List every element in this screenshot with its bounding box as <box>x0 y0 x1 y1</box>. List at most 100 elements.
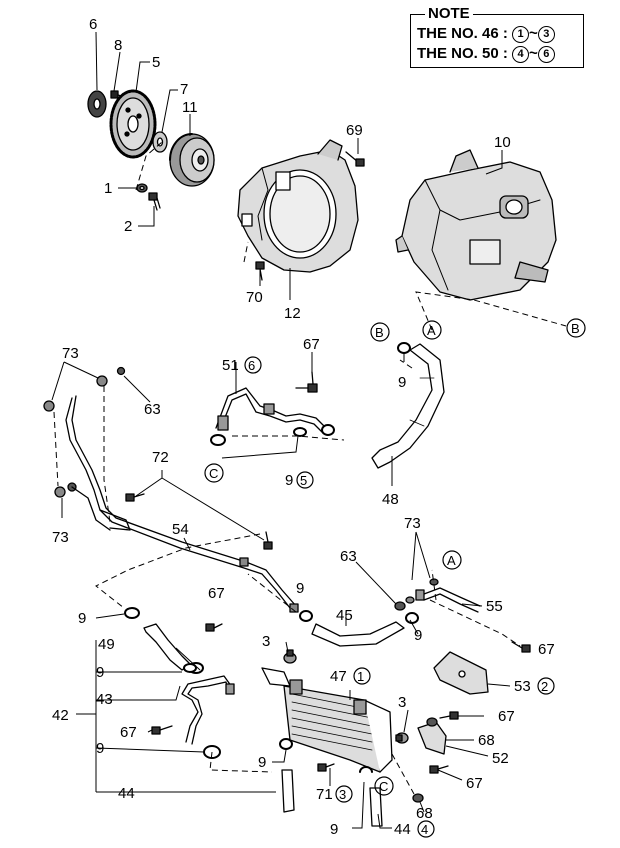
note-row-to: 6 <box>537 45 555 63</box>
note-row-to: 3 <box>537 25 555 43</box>
callout-9-d: 9 <box>414 627 422 644</box>
circled-1-mark: 1 <box>353 667 371 685</box>
callout-67-left: 67 <box>120 724 137 741</box>
hose-part-44-a <box>279 738 295 813</box>
circled-6-mark: 6 <box>244 356 262 374</box>
circled-A-housing: A <box>422 320 442 340</box>
adapter-plate-part-7 <box>152 131 168 153</box>
callout-48: 48 <box>382 491 399 508</box>
bolt-part-67-e <box>429 765 449 774</box>
callout-44-bottom: 44 <box>394 821 411 838</box>
circled-5-mark: 5 <box>296 471 314 489</box>
callout-67-r2: 67 <box>466 775 483 792</box>
callout-72: 72 <box>152 449 169 466</box>
callout-3-top: 3 <box>262 633 270 650</box>
callout-9-f: 9 <box>96 664 104 681</box>
callout-67-r3: 67 <box>538 641 555 658</box>
leader-lines <box>51 31 511 829</box>
note-row-from: 4 <box>512 45 530 63</box>
callout-5: 5 <box>152 54 160 71</box>
callout-11: 11 <box>182 99 198 116</box>
note-row-tilde: ~ <box>529 25 538 42</box>
circled-B-housing-text: B <box>571 321 580 336</box>
circled-5-text: 5 <box>300 473 307 488</box>
bolt-part-69 <box>345 151 365 167</box>
callout-9-a: 9 <box>398 374 406 391</box>
circled-B-top-text: B <box>375 325 384 340</box>
callout-54: 54 <box>172 521 189 538</box>
callout-67-r1: 67 <box>498 708 515 725</box>
circled-A-mid-text: A <box>447 553 456 568</box>
nut-part-1 <box>136 183 148 193</box>
callout-2: 2 <box>124 218 132 235</box>
callout-52: 52 <box>492 750 509 767</box>
callout-71: 71 <box>316 786 333 803</box>
note-row-tilde: ~ <box>529 45 538 62</box>
cooler-pipe-assembly <box>43 366 299 613</box>
hose-part-45 <box>299 610 419 647</box>
bolt-part-72-b <box>263 531 273 550</box>
callout-73-left: 73 <box>52 529 69 546</box>
circled-A-housing-text: A <box>427 323 436 338</box>
callout-9-g: 9 <box>96 740 104 757</box>
callout-44-left: 44 <box>118 785 135 802</box>
bracket-part-53 <box>433 651 489 695</box>
note-row-prefix: THE NO. <box>417 25 478 42</box>
circled-1-text: 1 <box>357 669 364 684</box>
circled-C-bottom: C <box>374 776 394 796</box>
circled-2-text: 2 <box>541 679 548 694</box>
callout-69: 69 <box>346 122 363 139</box>
callout-12: 12 <box>284 305 301 322</box>
callout-9-e: 9 <box>78 610 86 627</box>
callout-labels: 6 8 5 7 11 1 2 69 10 70 12 73 63 51 6 67… <box>52 16 586 838</box>
note-title: NOTE <box>425 5 473 22</box>
callout-63-mid: 63 <box>340 548 357 565</box>
circled-4-mark: 4 <box>417 820 435 838</box>
callout-73-top: 73 <box>62 345 79 362</box>
note-row-prefix: THE NO. <box>417 45 478 62</box>
drive-plate-part-5 <box>109 89 157 159</box>
circled-2-mark: 2 <box>537 677 555 695</box>
nut-part-68-b <box>412 793 424 803</box>
note-row-separator: : <box>502 45 508 62</box>
washer-part-6 <box>87 90 107 118</box>
note-row-number: 50 <box>482 45 499 62</box>
callout-43: 43 <box>96 691 113 708</box>
callout-47: 47 <box>330 668 347 685</box>
callout-9-b: 9 <box>285 472 293 489</box>
callout-3-right: 3 <box>398 694 406 711</box>
bolt-part-67-b <box>205 623 223 632</box>
callout-9-i: 9 <box>330 821 338 838</box>
bolt-part-67-a <box>295 371 318 393</box>
callout-7: 7 <box>180 81 188 98</box>
circled-3-mark: 3 <box>335 785 353 803</box>
circled-B-top: B <box>370 322 390 342</box>
note-row-number: 46 <box>482 25 499 42</box>
callout-73-right: 73 <box>404 515 421 532</box>
circled-A-mid: A <box>442 550 462 570</box>
callout-55: 55 <box>486 598 503 615</box>
callout-10: 10 <box>494 134 511 151</box>
circled-C-bottom-text: C <box>379 779 388 794</box>
callout-67-mid: 67 <box>208 585 225 602</box>
bolt-part-71 <box>317 763 335 772</box>
note-row-separator: : <box>502 25 508 42</box>
circled-C-top-text: C <box>209 466 218 481</box>
sensor-part-3-b <box>395 732 409 744</box>
note-row-50: THE NO. 50 : 4~6 <box>417 45 555 63</box>
note-row-from: 1 <box>512 25 530 43</box>
circled-4-text: 4 <box>421 822 428 837</box>
callout-1: 1 <box>104 180 112 197</box>
callout-9-c: 9 <box>296 580 304 597</box>
callout-6: 6 <box>89 16 97 33</box>
oil-pipe-part-51 <box>210 387 335 446</box>
circled-C-top: C <box>204 463 224 483</box>
nut-part-63-b <box>394 596 415 611</box>
converter-housing-part-12 <box>237 139 359 273</box>
circled-3-text: 3 <box>339 787 346 802</box>
hose-part-44-b <box>359 766 383 827</box>
callout-68-bottom: 68 <box>416 805 433 822</box>
dashed-guide-lines <box>53 141 567 795</box>
hose-part-48 <box>371 342 445 469</box>
